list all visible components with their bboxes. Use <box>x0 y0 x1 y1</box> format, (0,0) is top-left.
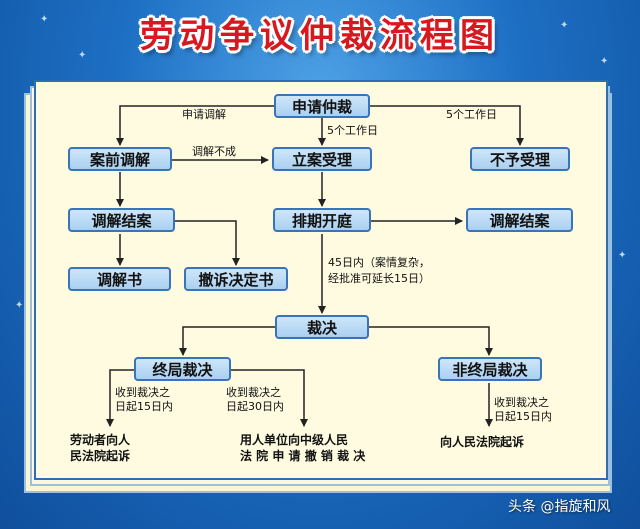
sparkle-decoration: ✦ <box>560 20 569 31</box>
label-45-days-line2: 经批准可延长15日） <box>328 272 430 285</box>
node-accept-case: 立案受理 <box>272 147 372 171</box>
label-worker-days-line1: 收到裁决之 <box>115 386 170 399</box>
node-withdraw-decision: 撤诉决定书 <box>184 267 288 291</box>
node-mediation-document: 调解书 <box>68 267 171 291</box>
sparkle-decoration: ✦ <box>600 56 609 67</box>
node-final-ruling: 终局裁决 <box>134 357 231 381</box>
node-apply-arbitration: 申请仲裁 <box>274 94 370 118</box>
outcome-non-final-court: 向人民法院起诉 <box>440 435 525 449</box>
label-employer-days-line2: 日起30日内 <box>226 400 284 413</box>
label-apply-mediation: 申请调解 <box>182 108 226 121</box>
flowchart-panel <box>34 80 608 480</box>
outcome-worker-line2: 民法院起诉 <box>70 449 131 463</box>
arrow-ruling-to-nonfinal <box>369 326 493 356</box>
watermark: 头条 @指旋和风 <box>508 499 611 515</box>
outcome-employer-line1: 用人单位向中级人民 <box>240 433 349 447</box>
label-five-days-accept: 5个工作日 <box>327 124 378 137</box>
sparkle-decoration: ✦ <box>15 300 24 311</box>
arrow-ruling-to-final <box>179 326 275 356</box>
arrow-final-to-employer <box>231 369 308 427</box>
outcome-worker-line1: 劳动者向人 <box>70 433 131 447</box>
label-worker-days-line2: 日起15日内 <box>115 400 173 413</box>
arrow-final-to-worker <box>106 369 134 427</box>
page-title: 劳动争议仲裁流程图 <box>140 16 500 56</box>
label-nonfinal-days-line1: 收到裁决之 <box>494 396 549 409</box>
node-ruling: 裁决 <box>275 315 369 339</box>
node-mediation-close-left: 调解结案 <box>68 208 175 232</box>
outcome-employer-line2: 法 院 申 请 撤 销 裁 决 <box>240 449 366 463</box>
label-45-days-line1: 45日内（案情复杂， <box>328 256 430 269</box>
sparkle-decoration: ✦ <box>618 250 627 261</box>
node-mediation-close-right: 调解结案 <box>466 208 573 232</box>
label-nonfinal-days-line2: 日起15日内 <box>494 410 552 423</box>
node-pre-mediation: 案前调解 <box>68 147 172 171</box>
label-mediation-failed: 调解不成 <box>192 145 236 158</box>
node-reject-case: 不予受理 <box>470 147 570 171</box>
arrow-apply-to-reject <box>370 105 524 146</box>
node-schedule-hearing: 排期开庭 <box>273 208 371 232</box>
arrow-close-to-withdraw-doc <box>175 220 240 266</box>
label-five-days-reject: 5个工作日 <box>446 108 497 121</box>
arrow-apply-to-premediation <box>116 105 274 146</box>
sparkle-decoration: ✦ <box>78 50 87 61</box>
node-non-final-ruling: 非终局裁决 <box>438 357 542 381</box>
label-employer-days-line1: 收到裁决之 <box>226 386 281 399</box>
sparkle-decoration: ✦ <box>40 14 49 25</box>
